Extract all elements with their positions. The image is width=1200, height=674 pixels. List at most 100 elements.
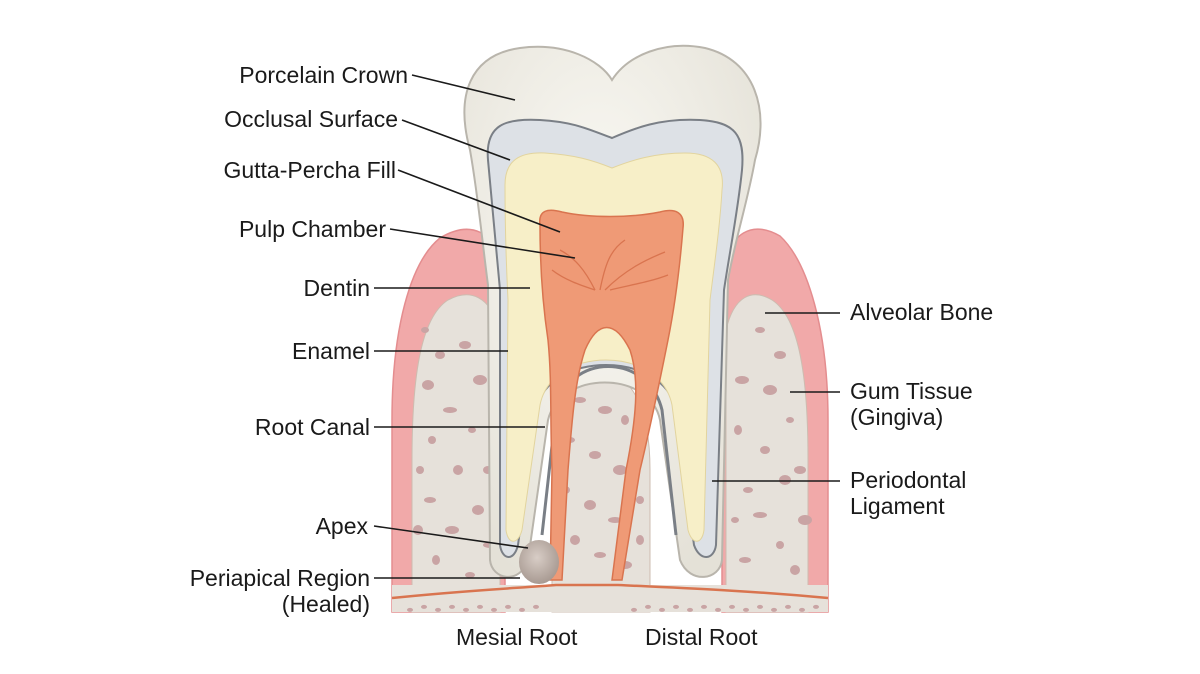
bone-pore — [453, 465, 463, 475]
bone-pore — [424, 497, 436, 503]
bone-pore — [613, 465, 627, 475]
label-gum-tissue-line2: (Gingiva) — [850, 404, 944, 431]
bone-pore — [760, 446, 770, 454]
leader-apex — [373, 525, 529, 549]
canal-base-line — [391, 583, 829, 600]
bone-pore — [570, 535, 580, 545]
bone-pore — [786, 417, 794, 423]
label-gutta-percha-fill: Gutta-Percha Fill — [223, 157, 396, 183]
bone-pore — [813, 604, 819, 609]
bone-pore — [779, 475, 791, 485]
label-dentin: Dentin — [303, 275, 370, 301]
bone-pore — [743, 607, 749, 612]
label-periapical-region-line1: Periapical Region — [189, 565, 370, 591]
label-periapical-region: Periapical Region (Healed) — [190, 565, 370, 618]
leader-occlusal-surface — [401, 119, 511, 161]
label-periodontal-line2: Ligament — [850, 493, 945, 520]
bone-base — [392, 585, 828, 612]
bone-pore — [416, 466, 424, 474]
bone-pore — [771, 607, 777, 612]
bone-pore — [735, 376, 749, 384]
pulp-nerve-branches — [551, 239, 669, 291]
bone-pore — [421, 604, 427, 609]
bone-pore — [636, 535, 644, 545]
periapical-lesion — [519, 540, 559, 584]
bone-pore — [459, 341, 471, 349]
leader-porcelain-crown — [411, 74, 516, 101]
bone-pore — [594, 552, 606, 558]
bone-pore — [763, 385, 777, 395]
bone-pore — [798, 515, 812, 525]
label-pulp-chamber: Pulp Chamber — [238, 216, 386, 242]
bone-pore — [645, 604, 651, 609]
bone-pore — [729, 604, 735, 609]
bone-pore — [734, 425, 742, 435]
bone-pore — [659, 607, 665, 612]
label-gum-tissue-line1: Gum Tissue — [850, 378, 973, 404]
bone-pore — [608, 517, 622, 523]
bone-pore — [443, 407, 457, 413]
bone-pore — [574, 397, 586, 403]
label-root-canal: Root Canal — [254, 414, 370, 440]
label-enamel: Enamel — [292, 338, 370, 364]
leader-pulp-chamber — [389, 228, 576, 259]
bone-pore — [631, 607, 637, 612]
bone-pore — [491, 607, 497, 612]
bone-pore — [790, 565, 800, 575]
bone-pore — [755, 327, 765, 333]
label-porcelain-crown: Porcelain Crown — [239, 62, 408, 88]
bone-pore — [505, 604, 511, 609]
label-apex: Apex — [315, 513, 368, 539]
nerve-branch — [551, 269, 596, 291]
label-alveolar-bone: Alveolar Bone — [850, 299, 994, 325]
bone-pore — [428, 436, 436, 444]
bone-pore — [465, 572, 475, 578]
bone-pore — [421, 327, 429, 333]
bone-pore — [701, 604, 707, 609]
bone-pore — [445, 526, 459, 534]
leader-lines — [373, 74, 840, 579]
bone-pore — [715, 607, 721, 612]
bone-pore — [731, 517, 739, 523]
bone-pore — [422, 380, 434, 390]
pulp-chamber-shape — [539, 209, 684, 581]
bone-pore — [533, 604, 539, 609]
bone-pore — [584, 500, 596, 510]
bone-pore — [435, 607, 441, 612]
bone-pore — [432, 555, 440, 565]
label-periodontal-line1: Periodontal — [850, 467, 967, 493]
bone-pore — [739, 557, 751, 563]
bone-pore — [519, 607, 525, 612]
nerve-branch — [559, 249, 596, 291]
bone-pore — [435, 351, 445, 359]
bone-pore — [776, 541, 784, 549]
nerve-branch — [609, 274, 669, 291]
bone-pore — [463, 607, 469, 612]
bone-pore — [687, 607, 693, 612]
bone-pore — [774, 351, 786, 359]
bone-pore — [468, 427, 476, 433]
label-distal-root: Distal Root — [645, 624, 758, 650]
bone-pore — [785, 604, 791, 609]
label-gum-tissue: Gum Tissue (Gingiva) — [850, 378, 973, 431]
bone-pore — [589, 451, 601, 459]
bone-pore — [757, 604, 763, 609]
bone-pore — [799, 607, 805, 612]
label-periapical-region-line2: (Healed) — [281, 591, 370, 618]
bone-pore — [407, 607, 413, 612]
bone-pore — [598, 406, 612, 414]
nerve-branch — [599, 239, 626, 291]
bone-pore — [473, 375, 487, 385]
nerve-branch — [604, 251, 666, 291]
bone-pore — [449, 604, 455, 609]
label-periodontal-ligament: Periodontal Ligament — [850, 467, 966, 520]
bone-pore — [477, 604, 483, 609]
label-mesial-root: Mesial Root — [456, 624, 578, 650]
bone-pore — [753, 512, 767, 518]
bone-pore — [743, 487, 753, 493]
bone-pore — [636, 496, 644, 504]
bone-pore — [472, 505, 484, 515]
bone-pore — [794, 466, 806, 474]
bone-pore — [673, 604, 679, 609]
